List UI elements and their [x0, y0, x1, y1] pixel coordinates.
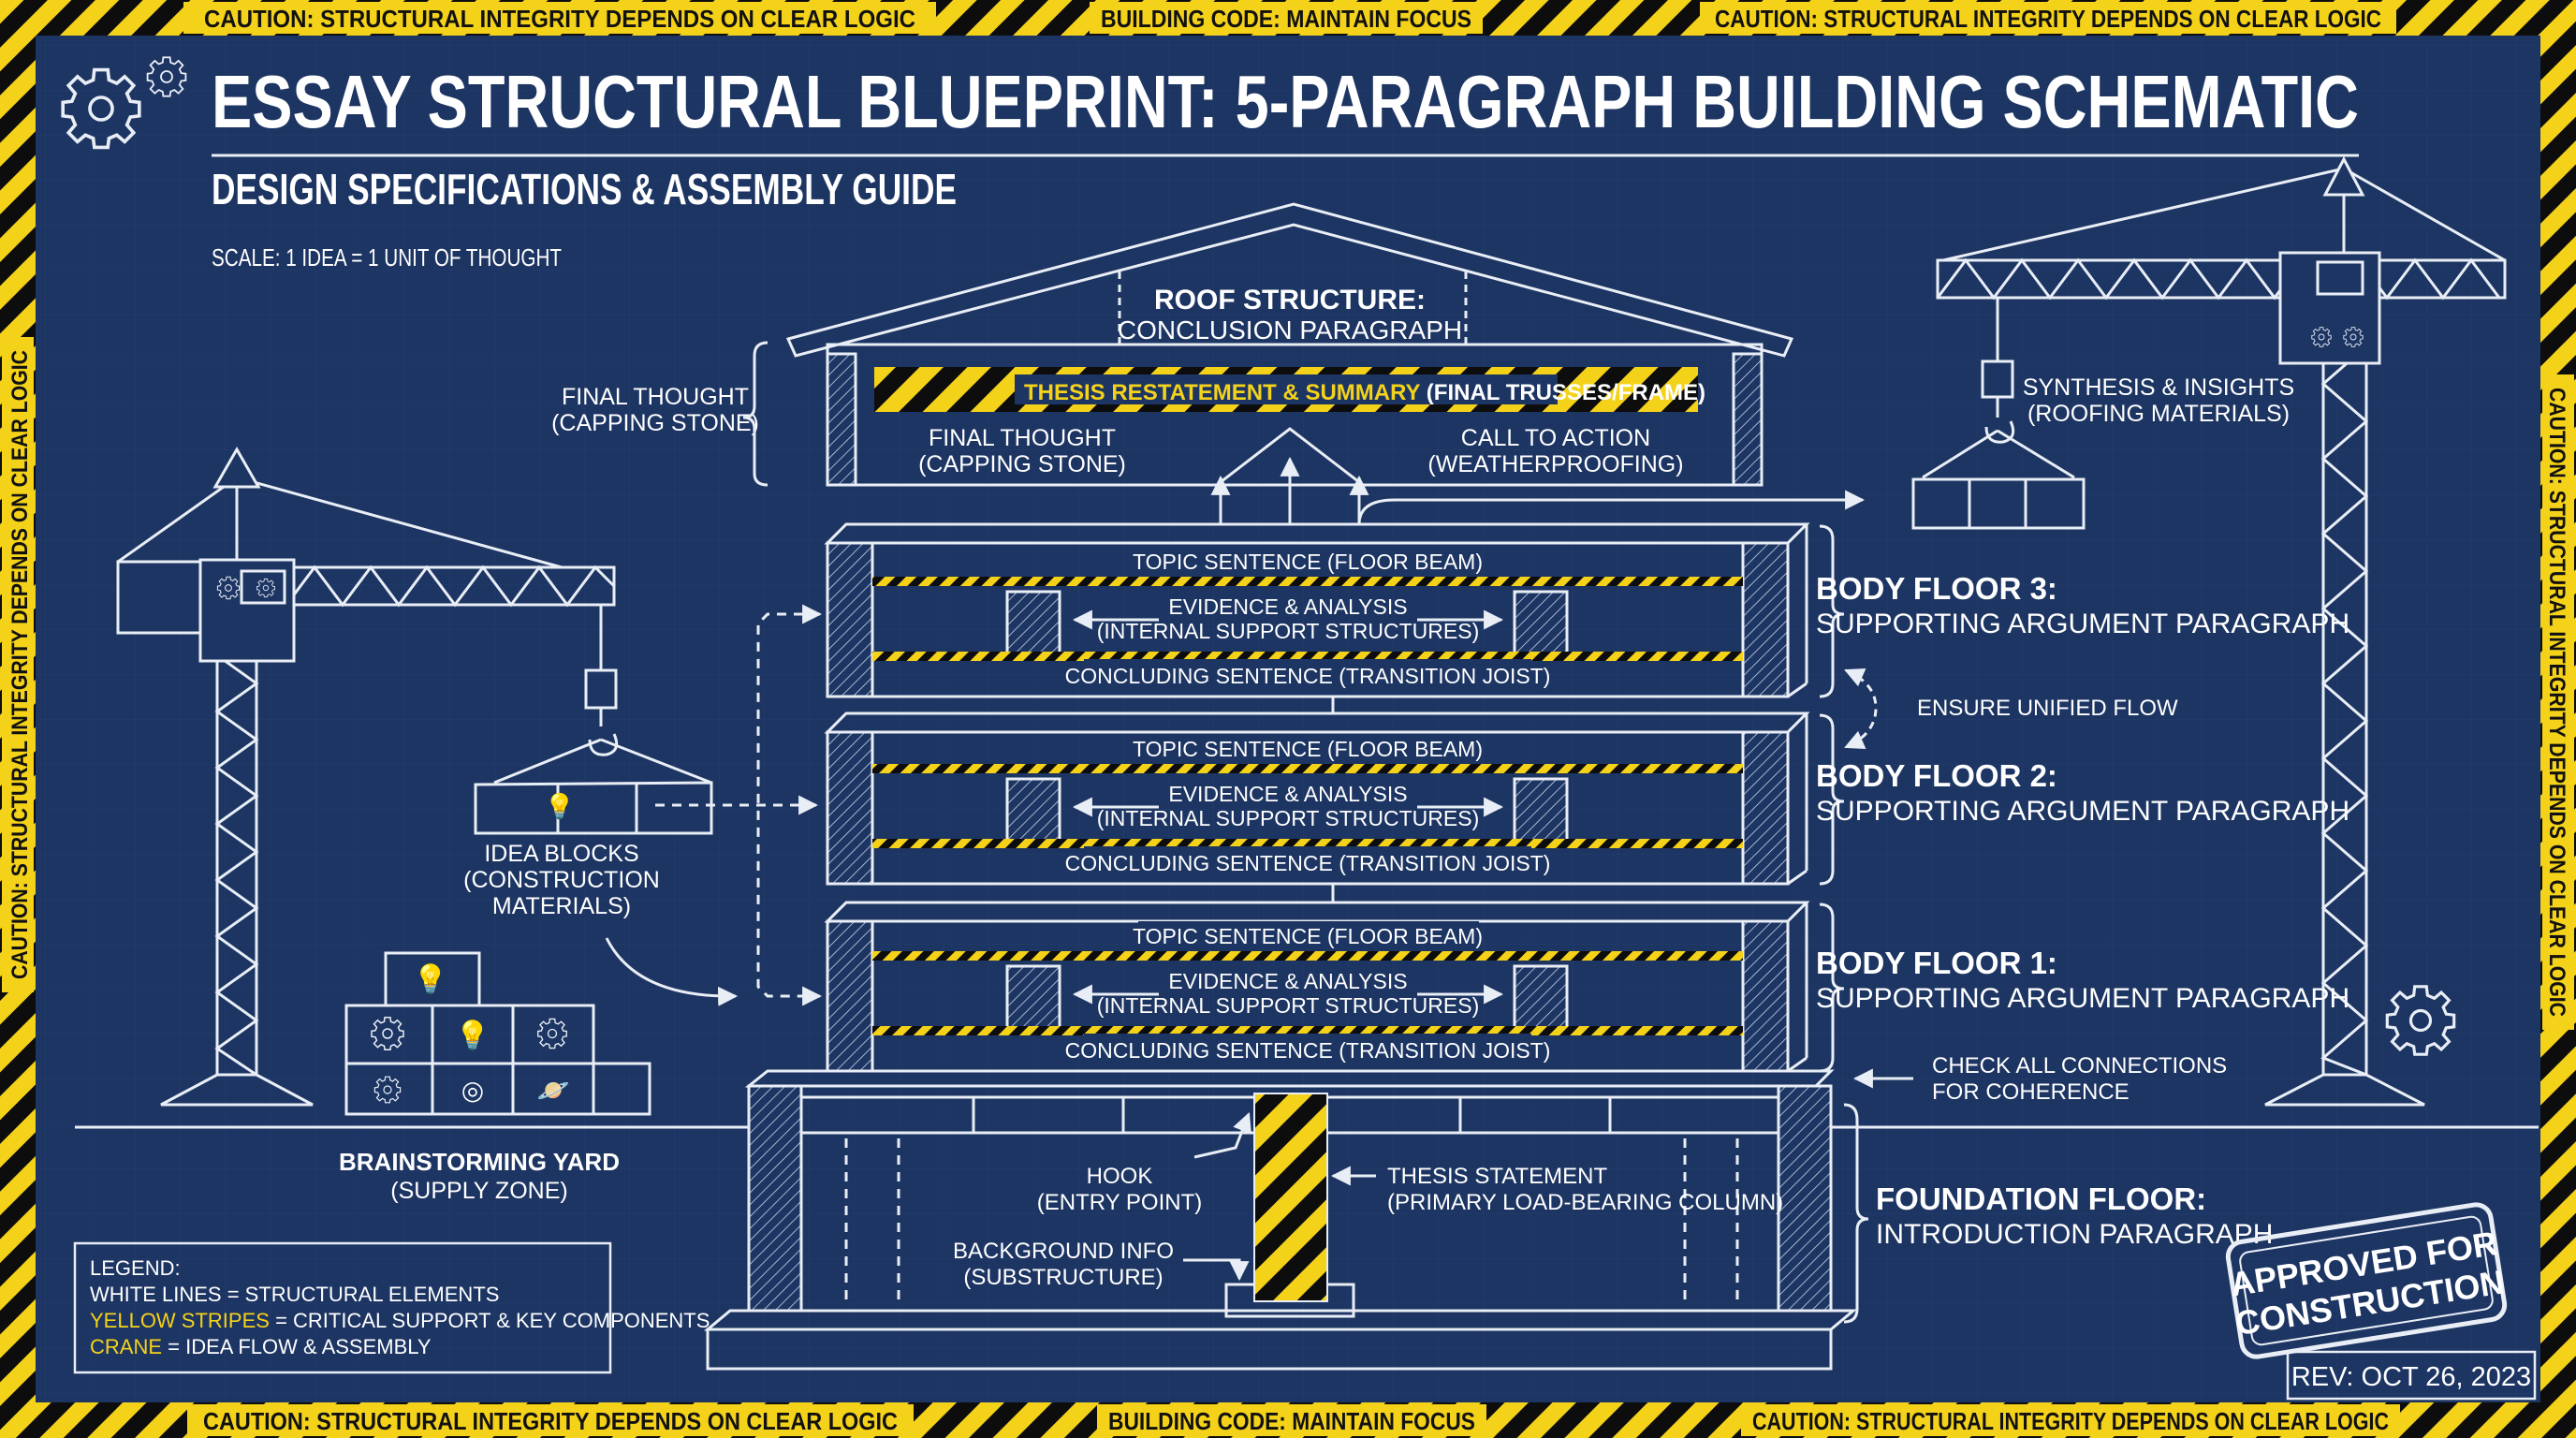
thesis-restatement-label: THESIS RESTATEMENT & SUMMARY (FINAL TRUS…	[1024, 380, 1705, 405]
page-subtitle: DESIGN SPECIFICATIONS & ASSEMBLY GUIDE	[212, 165, 957, 213]
caution-tape-right: CAUTION: STRUCTURAL INTEGRITY DEPENDS ON…	[2540, 36, 2576, 1402]
scale-note: SCALE: 1 IDEA = 1 UNIT OF THOUGHT	[212, 243, 562, 271]
roof-title: ROOF STRUCTURE:	[1154, 285, 1426, 315]
planet-icon: 🪐	[537, 1076, 570, 1105]
lightbulb-icon: 💡	[455, 1019, 490, 1051]
floor-1-name: BODY FLOOR 1:	[1816, 946, 2057, 980]
thesis-column	[1253, 1093, 1328, 1302]
tape-top-text-1: CAUTION: STRUCTURAL INTEGRITY DEPENDS ON…	[204, 5, 915, 33]
background-info-label: BACKGROUND INFO	[953, 1239, 1174, 1264]
floor-2-topic-sentence: TOPIC SENTENCE (FLOOR BEAM)	[1133, 737, 1483, 761]
floor-3-evidence-sub: (INTERNAL SUPPORT STRUCTURES)	[1097, 619, 1480, 643]
idea-flow-arrows	[605, 604, 823, 1006]
check-connections-sub: FOR COHERENCE	[1932, 1079, 2130, 1105]
floor-3-topic-sentence: TOPIC SENTENCE (FLOOR BEAM)	[1133, 550, 1483, 574]
tape-left-text: CAUTION: STRUCTURAL INTEGRITY DEPENDS ON…	[7, 350, 33, 979]
final-thought-note-sub: (CAPPING STONE)	[551, 410, 759, 436]
legend-yellow-stripes: YELLOW STRIPES = CRITICAL SUPPORT & KEY …	[90, 1309, 710, 1332]
thesis-statement-sub: (PRIMARY LOAD-BEARING COLUMN)	[1387, 1190, 1783, 1215]
page-title: ESSAY STRUCTURAL BLUEPRINT: 5-PARAGRAPH …	[212, 60, 2359, 143]
roof-subtitle: CONCLUSION PARAGRAPH	[1118, 315, 1462, 345]
target-icon: ◎	[461, 1076, 484, 1105]
final-thought-brace	[742, 341, 768, 487]
foundation-arrows	[1183, 1112, 1376, 1282]
legend-crane: CRANE = IDEA FLOW & ASSEMBLY	[90, 1335, 432, 1358]
brainstorming-yard-sub: (SUPPLY ZONE)	[390, 1178, 567, 1204]
hook-sub: (ENTRY POINT)	[1037, 1190, 1202, 1215]
revision-box	[2286, 1350, 2537, 1401]
floor-1-evidence: EVIDENCE & ANALYSIS	[1168, 969, 1407, 993]
background-info-sub: (SUBSTRUCTURE)	[963, 1265, 1163, 1290]
stripe-label-plate	[1015, 374, 1558, 404]
revision-label: REV: OCT 26, 2023	[2291, 1362, 2531, 1392]
floor-braces	[1819, 524, 1913, 1324]
floor-1-desc: SUPPORTING ARGUMENT PARAGRAPH	[1816, 983, 2349, 1014]
synthesis-label: SYNTHESIS & INSIGHTS	[2023, 374, 2294, 401]
caution-tape-left: CAUTION: STRUCTURAL INTEGRITY DEPENDS ON…	[0, 36, 36, 1402]
idea-blocks-sub1: (CONSTRUCTION	[463, 867, 660, 893]
tape-top-text-3: CAUTION: STRUCTURAL INTEGRITY DEPENDS ON…	[1715, 5, 2381, 33]
floor-2-evidence: EVIDENCE & ANALYSIS	[1168, 782, 1407, 806]
tape-bottom-text-1: CAUTION: STRUCTURAL INTEGRITY DEPENDS ON…	[203, 1407, 898, 1435]
tape-right-text: CAUTION: STRUCTURAL INTEGRITY DEPENDS ON…	[2544, 388, 2569, 1017]
roof-feed-arrows	[1210, 456, 1866, 525]
floor-3: TOPIC SENTENCE (FLOOR BEAM) EVIDENCE & A…	[824, 522, 1810, 698]
caution-tape-bottom: CAUTION: STRUCTURAL INTEGRITY DEPENDS ON…	[0, 1402, 2576, 1438]
thesis-statement-label: THESIS STATEMENT	[1387, 1164, 1607, 1189]
left-crane	[116, 446, 713, 1107]
floor-3-evidence: EVIDENCE & ANALYSIS	[1168, 594, 1407, 619]
legend-box: LEGEND: WHITE LINES = STRUCTURAL ELEMENT…	[73, 1241, 710, 1374]
brainstorming-yard-label: BRAINSTORMING YARD	[339, 1148, 620, 1176]
floor-2-evidence-sub: (INTERNAL SUPPORT STRUCTURES)	[1097, 806, 1480, 830]
floor-2-desc: SUPPORTING ARGUMENT PARAGRAPH	[1816, 796, 2349, 827]
floor-3-concluding-sentence: CONCLUDING SENTENCE (TRANSITION JOIST)	[1065, 664, 1551, 688]
foundation-name: FOUNDATION FLOOR:	[1876, 1181, 2206, 1216]
roof-final-thought: FINAL THOUGHT	[929, 425, 1116, 451]
floor-3-desc: SUPPORTING ARGUMENT PARAGRAPH	[1816, 609, 2349, 639]
roof-structure	[785, 202, 1794, 487]
tape-top-text-2: BUILDING CODE: MAINTAIN FOCUS	[1101, 5, 1471, 33]
brainstorming-blocks	[344, 951, 651, 1116]
floor-2: TOPIC SENTENCE (FLOOR BEAM) EVIDENCE & A…	[824, 697, 1810, 886]
unified-flow-note: ENSURE UNIFIED FLOW	[1917, 696, 2178, 721]
legend-white-lines: WHITE LINES = STRUCTURAL ELEMENTS	[90, 1283, 499, 1306]
tape-bottom-text-2: BUILDING CODE: MAINTAIN FOCUS	[1108, 1407, 1475, 1435]
synthesis-sub: (ROOFING MATERIALS)	[2027, 401, 2290, 427]
idea-blocks-label: IDEA BLOCKS	[484, 841, 638, 867]
hook-label: HOOK	[1087, 1164, 1153, 1189]
floor-2-name: BODY FLOOR 2:	[1816, 758, 2057, 793]
tape-bottom-text-3: CAUTION: STRUCTURAL INTEGRITY DEPENDS ON…	[1752, 1407, 2389, 1435]
floor-1-topic-sentence: TOPIC SENTENCE (FLOOR BEAM)	[1133, 924, 1483, 948]
right-crane	[1911, 155, 2507, 1107]
roof-capping-stone: (CAPPING STONE)	[918, 451, 1126, 477]
lightbulb-icon: 💡	[545, 792, 575, 820]
floor-1-evidence-sub: (INTERNAL SUPPORT STRUCTURES)	[1097, 993, 1480, 1018]
foundation-desc: INTRODUCTION PARAGRAPH	[1876, 1219, 2273, 1250]
foundation-structure	[703, 1069, 1858, 1371]
final-thought-note: FINAL THOUGHT	[562, 384, 749, 410]
floor-1-concluding-sentence: CONCLUDING SENTENCE (TRANSITION JOIST)	[1065, 1038, 1551, 1063]
roof-weatherproofing: (WEATHERPROOFING)	[1427, 451, 1683, 477]
caution-tape-top: CAUTION: STRUCTURAL INTEGRITY DEPENDS ON…	[0, 0, 2576, 36]
roof-call-to-action: CALL TO ACTION	[1461, 425, 1650, 451]
legend-title: LEGEND:	[90, 1256, 181, 1280]
floor-1: TOPIC SENTENCE (FLOOR BEAM) EVIDENCE & A…	[824, 884, 1810, 1073]
floor-3-name: BODY FLOOR 3:	[1816, 571, 2057, 606]
idea-blocks-sub2: MATERIALS)	[492, 893, 631, 919]
lightbulb-icon: 💡	[413, 962, 447, 995]
floor-2-concluding-sentence: CONCLUDING SENTENCE (TRANSITION JOIST)	[1065, 851, 1551, 875]
check-connections-note: CHECK ALL CONNECTIONS	[1932, 1053, 2227, 1078]
